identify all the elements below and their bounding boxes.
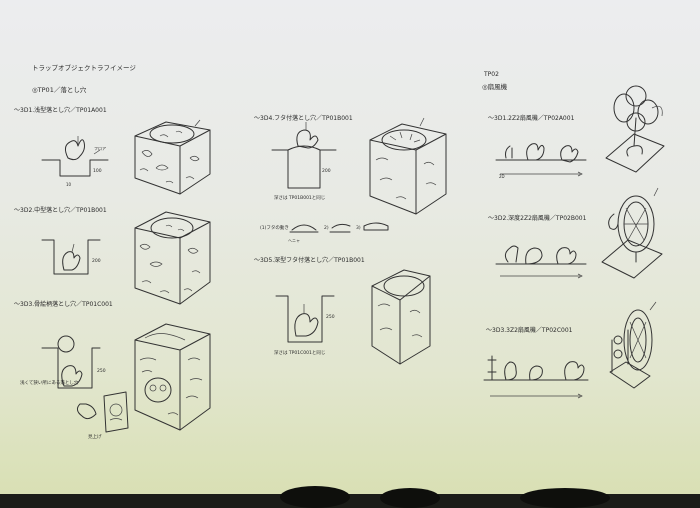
fan-c-drawing bbox=[609, 301, 657, 389]
item-tp01b2-label: 〜3D4.フタ付落とし穴／TP01B001 bbox=[254, 114, 353, 122]
fan-b-sequence bbox=[495, 245, 587, 279]
lid-motion-strip: (1)フタの動き ヘニャ 2) 3) bbox=[260, 222, 389, 243]
svg-text:10: 10 bbox=[66, 182, 72, 187]
bone-panel-label: 見上げ bbox=[88, 433, 102, 440]
item-tp02b-label: 〜3D2.深度2Z2扇風機／TP02B001 bbox=[488, 214, 587, 222]
mid-pit-cube bbox=[134, 211, 211, 305]
deep-lid-pit-cube bbox=[371, 269, 431, 365]
audience-head bbox=[520, 488, 610, 508]
item-tp02a-label: 〜3D1.2Z2扇風機／TP02A001 bbox=[488, 114, 575, 122]
item-tp01b3-label: 〜3D5.深型フタ付落とし穴／TP01B001 bbox=[254, 256, 365, 264]
lid-pit-note: 深さは TP01B001と同じ bbox=[274, 194, 325, 201]
shallow-pit-depth: 100 bbox=[93, 168, 102, 174]
lid-pit-cube bbox=[369, 117, 447, 215]
deep-lid-pit-depth: 250 bbox=[326, 314, 335, 320]
bone-pit-panel: 見上げ bbox=[76, 391, 129, 440]
item-tp01c-label: 〜3D3.骨絵柄落とし穴／TP01C001 bbox=[14, 300, 113, 308]
section-tp01: ◎TP01／落とし穴 bbox=[32, 85, 87, 94]
bone-pit-cube bbox=[134, 323, 211, 431]
projection-screen: トラップオブジェクトラフイメージ ◎TP01／落とし穴 TP02 ◎扇風機 〜3… bbox=[0, 0, 700, 494]
mid-pit-profile: 200 bbox=[41, 239, 101, 275]
bone-pit-depth: 250 bbox=[97, 368, 106, 374]
deep-lid-pit-profile: 250 深さは TP01C001と同じ bbox=[274, 295, 335, 356]
sketch-sheet: トラップオブジェクトラフイメージ ◎TP01／落とし穴 TP02 ◎扇風機 〜3… bbox=[14, 63, 665, 440]
audience-head bbox=[380, 488, 440, 508]
item-tp02c-label: 〜3D3.3Z2扇風機／TP02C001 bbox=[486, 326, 573, 334]
item-tp01a-label: 〜3D1.浅型落とし穴／TP01A001 bbox=[14, 106, 107, 114]
section-tp02: ◎扇風機 bbox=[482, 82, 508, 91]
lid-pit-profile: 200 深さは TP01B001と同じ bbox=[271, 122, 337, 201]
mid-pit-depth: 200 bbox=[92, 258, 101, 264]
lid-motion-step2: 2) bbox=[324, 225, 329, 231]
lid-motion-step3: 3) bbox=[356, 225, 361, 231]
section-tp02-code: TP02 bbox=[483, 71, 499, 78]
shallow-pit-note: フロア bbox=[94, 146, 106, 151]
fan-a-motion: 2D bbox=[499, 174, 505, 179]
fan-a-sequence: 2D bbox=[495, 143, 587, 179]
bone-pit-side-note: 浅くて狭い所にある落とし穴 bbox=[20, 379, 79, 386]
bone-pit-profile: 250 浅くて狭い所にある落とし穴 bbox=[20, 335, 106, 389]
fan-c-sequence bbox=[483, 355, 589, 399]
lid-pit-depth: 200 bbox=[322, 168, 331, 174]
slide-title: トラップオブジェクトラフイメージ bbox=[32, 63, 136, 72]
shallow-pit-profile: 100 フロア 10 bbox=[41, 136, 109, 187]
lid-motion-small: ヘニャ bbox=[288, 238, 300, 243]
audience-head bbox=[280, 486, 350, 508]
shallow-pit-cube bbox=[134, 119, 211, 195]
fan-b-drawing bbox=[601, 187, 663, 279]
deep-lid-pit-note: 深さは TP01C001と同じ bbox=[274, 349, 325, 356]
fan-a-drawing bbox=[605, 85, 665, 173]
lid-motion-label: (1)フタの動き bbox=[260, 224, 289, 231]
item-tp01b-label: 〜3D2.中型落とし穴／TP01B001 bbox=[14, 206, 107, 214]
